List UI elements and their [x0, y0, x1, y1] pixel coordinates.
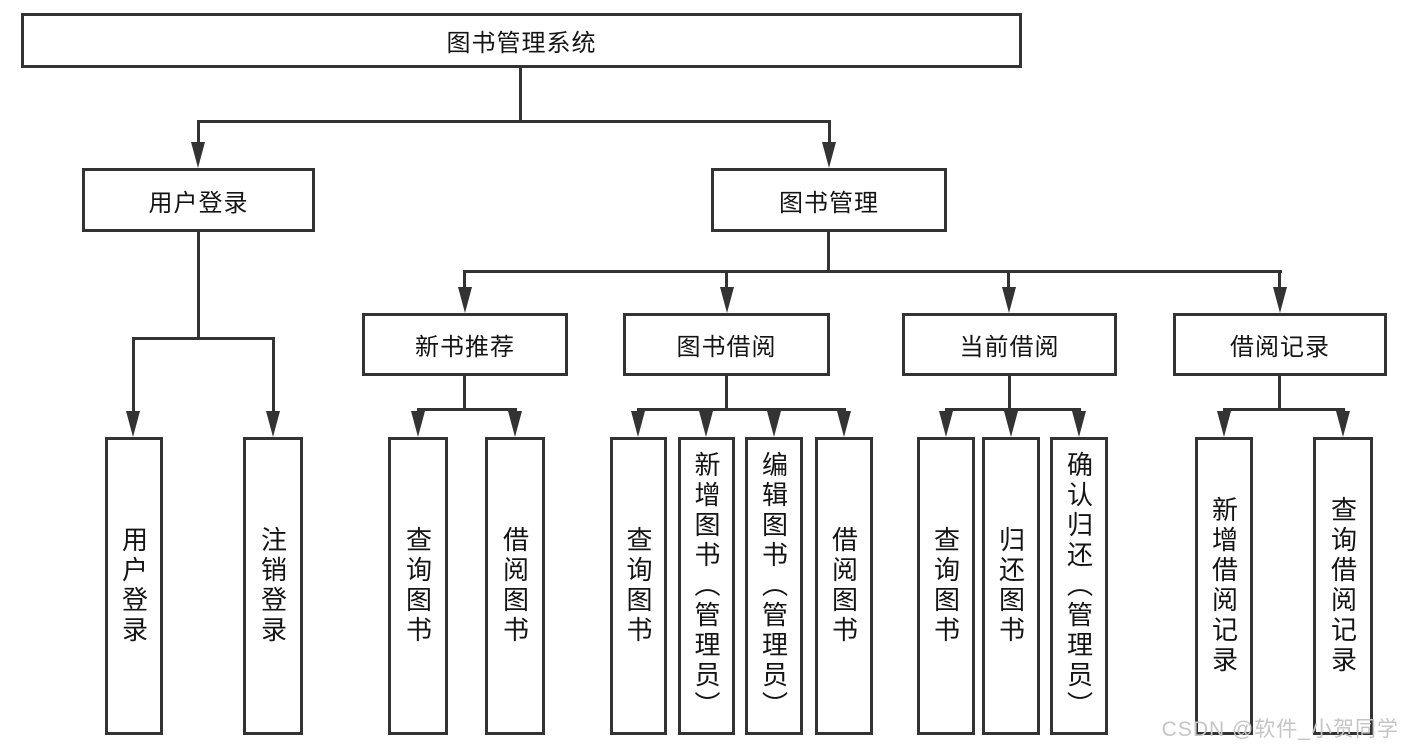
node-borrowing-records: 借阅记录	[1173, 313, 1387, 376]
leaf-return-books: 归还图书	[982, 437, 1040, 735]
arrowhead-down-icon	[837, 411, 851, 437]
connector-current-crossbar	[945, 408, 1081, 411]
node-label: 图书管理	[779, 189, 879, 217]
arrowhead-down-icon	[1004, 411, 1018, 437]
leaf-add-borrow-record: 新增借阅记录	[1195, 437, 1253, 735]
leaf-label: 编辑图书（管理员）	[758, 451, 789, 721]
connector-borrowing-stem	[725, 376, 728, 408]
connector-bookmgmt-drop-1	[463, 270, 466, 290]
arrowhead-down-icon	[720, 287, 734, 313]
connector-current-stem	[1008, 376, 1011, 408]
leaf-query-books-borrowing: 查询图书	[610, 437, 667, 735]
leaf-logout: 注销登录	[243, 437, 303, 735]
connector-bookmgmt-stem	[827, 232, 830, 270]
leaf-label: 注销登录	[257, 526, 288, 646]
connector-borrowing-crossbar	[637, 408, 846, 411]
node-new-book-recommendation: 新书推荐	[362, 313, 568, 376]
connector-userlogin-left-drop	[132, 337, 135, 415]
node-label: 用户登录	[148, 189, 249, 217]
connector-newbook-crossbar	[417, 408, 517, 411]
leaf-label: 新增图书（管理员）	[691, 451, 721, 721]
node-label: 图书借阅	[676, 334, 777, 361]
leaf-edit-book-admin: 编辑图书（管理员）	[745, 437, 803, 735]
node-user-login-branch: 用户登录	[82, 168, 315, 232]
leaf-label: 用户登录	[118, 526, 149, 646]
arrowhead-down-icon	[631, 411, 645, 437]
leaf-label: 新增借阅记录	[1208, 496, 1239, 676]
leaf-label: 查询图书	[402, 526, 433, 646]
leaf-user-login: 用户登录	[105, 437, 163, 735]
node-book-management-branch: 图书管理	[711, 168, 947, 232]
arrowhead-down-icon	[939, 411, 953, 437]
arrowhead-down-icon	[822, 142, 836, 168]
leaf-label: 借阅图书	[828, 526, 859, 646]
leaf-label: 归还图书	[995, 526, 1026, 646]
node-book-borrowing: 图书借阅	[623, 313, 830, 376]
leaf-query-borrow-record: 查询借阅记录	[1313, 437, 1373, 735]
arrowhead-down-icon	[1273, 287, 1287, 313]
leaf-label: 借阅图书	[499, 526, 530, 646]
arrowhead-down-icon	[411, 411, 425, 437]
node-library-management-system: 图书管理系统	[21, 13, 1022, 68]
leaf-query-books-recommend: 查询图书	[388, 437, 448, 735]
node-label: 新书推荐	[415, 334, 515, 361]
csdn-watermark: CSDN @软件_小贺同学	[1161, 718, 1399, 741]
connector-userlogin-right-drop	[272, 337, 275, 415]
node-label: 借阅记录	[1230, 334, 1330, 361]
connector-userlogin-crossbar	[132, 337, 275, 340]
arrowhead-down-icon	[767, 411, 781, 437]
connector-bookmgmt-drop-2	[725, 270, 728, 290]
leaf-label: 查询图书	[930, 526, 961, 646]
node-label: 当前借阅	[959, 334, 1060, 361]
leaf-label: 查询图书	[623, 526, 653, 646]
leaf-confirm-return-admin: 确认归还（管理员）	[1050, 437, 1108, 735]
arrowhead-down-icon	[1002, 287, 1016, 313]
connector-bookmgmt-drop-4	[1278, 270, 1281, 290]
leaf-add-book-admin: 新增图书（管理员）	[678, 437, 735, 735]
arrowhead-down-icon	[699, 411, 713, 437]
node-current-borrowing: 当前借阅	[902, 313, 1117, 376]
leaf-borrow-books: 借阅图书	[815, 437, 873, 735]
arrowhead-down-icon	[126, 411, 140, 437]
arrowhead-down-icon	[266, 411, 280, 437]
arrowhead-down-icon	[508, 411, 522, 437]
connector-records-crossbar	[1223, 408, 1345, 411]
leaf-label: 确认归还（管理员）	[1063, 451, 1094, 721]
arrowhead-down-icon	[191, 142, 205, 168]
leaf-borrow-books-recommend: 借阅图书	[485, 437, 545, 735]
connector-root-crossbar	[197, 120, 831, 123]
connector-root-left-drop	[197, 120, 200, 148]
connector-userlogin-stem	[197, 232, 200, 337]
arrowhead-down-icon	[1217, 411, 1231, 437]
node-label: 图书管理系统	[446, 30, 597, 57]
connector-root-stem	[519, 68, 522, 120]
connector-bookmgmt-crossbar	[464, 270, 1282, 273]
arrowhead-down-icon	[458, 287, 472, 313]
arrowhead-down-icon	[1336, 411, 1350, 437]
leaf-label: 查询借阅记录	[1327, 496, 1358, 676]
connector-root-right-drop	[828, 120, 831, 148]
leaf-query-books-current: 查询图书	[917, 437, 975, 735]
arrowhead-down-icon	[1072, 411, 1086, 437]
connector-newbook-stem	[463, 376, 466, 408]
connector-records-stem	[1278, 376, 1281, 408]
connector-bookmgmt-drop-3	[1007, 270, 1010, 290]
